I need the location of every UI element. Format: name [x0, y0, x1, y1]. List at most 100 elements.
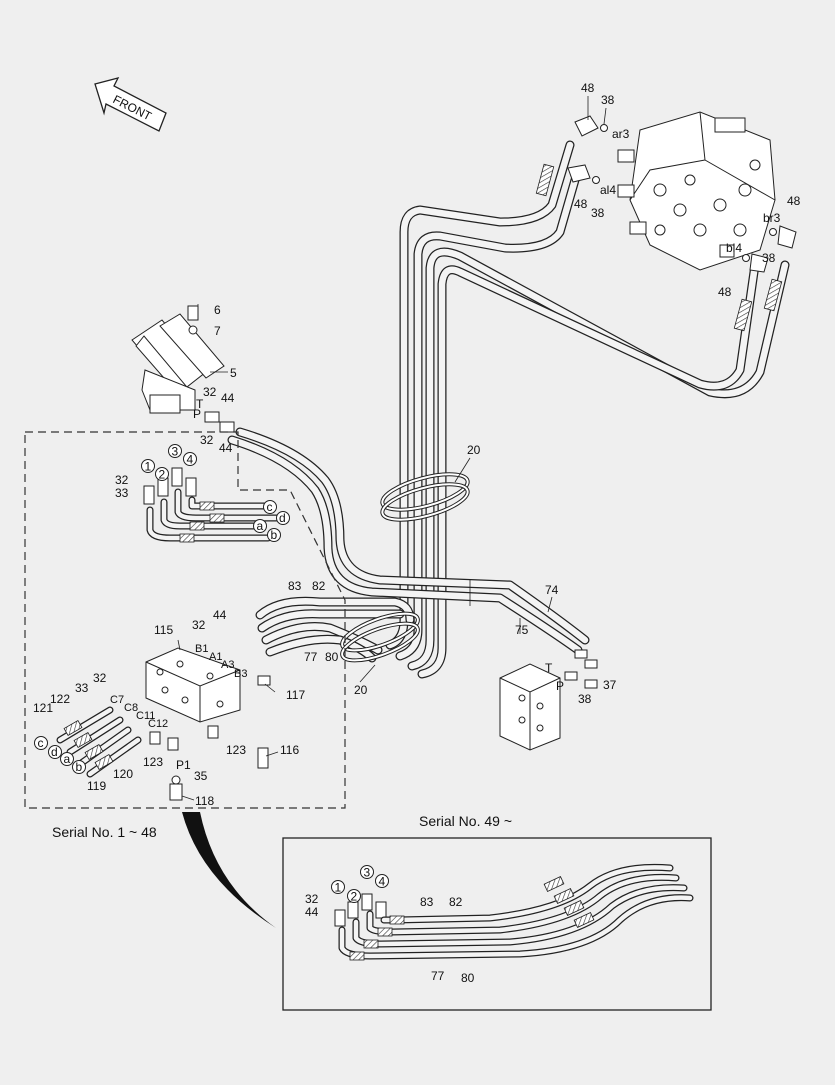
callout-38a: 38 — [601, 93, 615, 107]
inset-hoses — [334, 863, 694, 961]
small-parts — [149, 675, 271, 801]
front-arrow — [94, 77, 167, 132]
remote-control-fittings-upper — [143, 467, 284, 543]
port-C8: C8 — [124, 702, 138, 714]
svg-text:4: 4 — [187, 453, 194, 467]
port-C7: C7 — [110, 694, 124, 706]
pipe-bundle-middle — [255, 596, 415, 663]
svg-text:c: c — [267, 500, 273, 514]
callout-82b: 82 — [449, 895, 463, 909]
callout-80a: 80 — [325, 650, 339, 664]
callout-44b: 44 — [219, 441, 233, 455]
inset-frame — [282, 837, 712, 1011]
svg-text:4: 4 — [379, 875, 386, 889]
callout-77a: 77 — [304, 650, 318, 664]
port-B1: B1 — [195, 643, 208, 655]
port-C11: C11 — [136, 710, 155, 722]
valve-fittings — [535, 115, 797, 332]
callout-33a: 33 — [115, 486, 129, 500]
callout-bl4: bl4 — [726, 241, 742, 255]
circled-1b: 1 — [331, 880, 345, 895]
svg-text:a: a — [64, 752, 71, 766]
callout-83a: 83 — [288, 579, 302, 593]
callout-38c: 38 — [762, 251, 776, 265]
callout-44a: 44 — [221, 391, 235, 405]
callout-48b: 48 — [574, 197, 588, 211]
circled-2b: 2 — [347, 889, 361, 904]
callout-32d: 32 — [192, 618, 206, 632]
callout-al4: al4 — [600, 183, 616, 197]
manifold-block-115 — [145, 647, 241, 723]
svg-text:3: 3 — [364, 866, 371, 880]
circled-a2: a — [60, 752, 74, 766]
port-P2: P — [556, 679, 564, 693]
port-T1: T — [196, 397, 204, 411]
callout-48d: 48 — [718, 285, 732, 299]
early-serial-region — [24, 431, 346, 809]
circled-d2: d — [48, 745, 62, 759]
callout-115: 115 — [154, 623, 173, 637]
leader-lines — [177, 96, 607, 801]
svg-text:1: 1 — [335, 881, 342, 895]
valve-block-tp — [499, 663, 561, 751]
callout-80b: 80 — [461, 971, 475, 985]
callout-6: 6 — [214, 303, 221, 317]
serial-label-late: Serial No. 49 ~ — [419, 813, 512, 829]
port-P1: P — [193, 407, 201, 421]
svg-text:1: 1 — [145, 460, 152, 474]
main-control-valve — [617, 111, 776, 271]
circled-c2: c — [34, 736, 48, 750]
callout-77b: 77 — [431, 969, 445, 983]
circled-2: 2 — [155, 467, 169, 482]
callout-br3: br3 — [763, 211, 781, 225]
callout-20a: 20 — [467, 443, 481, 457]
callout-37: 37 — [603, 678, 617, 692]
callout-38b: 38 — [591, 206, 605, 220]
svg-text:3: 3 — [172, 445, 179, 459]
port-Pp1: P1 — [176, 758, 191, 772]
callout-75: 75 — [515, 623, 529, 637]
svg-text:d: d — [51, 745, 58, 759]
circled-3b: 3 — [360, 865, 374, 880]
callout-32e: 32 — [93, 671, 107, 685]
block-hoses — [56, 706, 142, 778]
callout-32b: 32 — [200, 433, 214, 447]
svg-text:2: 2 — [351, 890, 358, 904]
callout-123a: 123 — [143, 755, 163, 769]
callout-119: 119 — [87, 779, 106, 793]
callout-123b: 123 — [226, 743, 246, 757]
svg-text:b: b — [76, 760, 83, 774]
port-B3: B3 — [234, 668, 247, 680]
callout-32c: 32 — [115, 473, 129, 487]
port-T2: T — [545, 661, 553, 675]
callout-117: 117 — [286, 688, 305, 702]
circled-b: b — [267, 528, 281, 542]
circled-a: a — [253, 519, 267, 533]
svg-text:c: c — [38, 736, 44, 750]
callout-74: 74 — [545, 583, 559, 597]
port-C12: C12 — [148, 718, 168, 730]
port-A1: A1 — [209, 651, 222, 663]
callout-arrow — [182, 812, 276, 928]
svg-text:2: 2 — [159, 468, 166, 482]
svg-text:a: a — [257, 519, 264, 533]
callout-ar3: ar3 — [612, 127, 630, 141]
callout-118: 118 — [195, 794, 214, 808]
callout-32a: 32 — [203, 385, 217, 399]
callout-44c: 44 — [213, 608, 227, 622]
hose-clamp-upper — [380, 472, 470, 522]
callout-83b: 83 — [420, 895, 434, 909]
callout-44d: 44 — [305, 905, 319, 919]
callout-121: 121 — [33, 701, 53, 715]
tp-fittings — [564, 649, 598, 689]
callout-33b: 33 — [75, 681, 89, 695]
circled-1: 1 — [141, 459, 155, 474]
callout-35: 35 — [194, 769, 208, 783]
callout-48a: 48 — [581, 81, 595, 95]
callout-48c: 48 — [787, 194, 801, 208]
pipe-bundle-pedal — [227, 427, 590, 655]
callout-32f: 32 — [305, 892, 319, 906]
circled-b2: b — [72, 760, 86, 774]
callout-116: 116 — [280, 743, 299, 757]
